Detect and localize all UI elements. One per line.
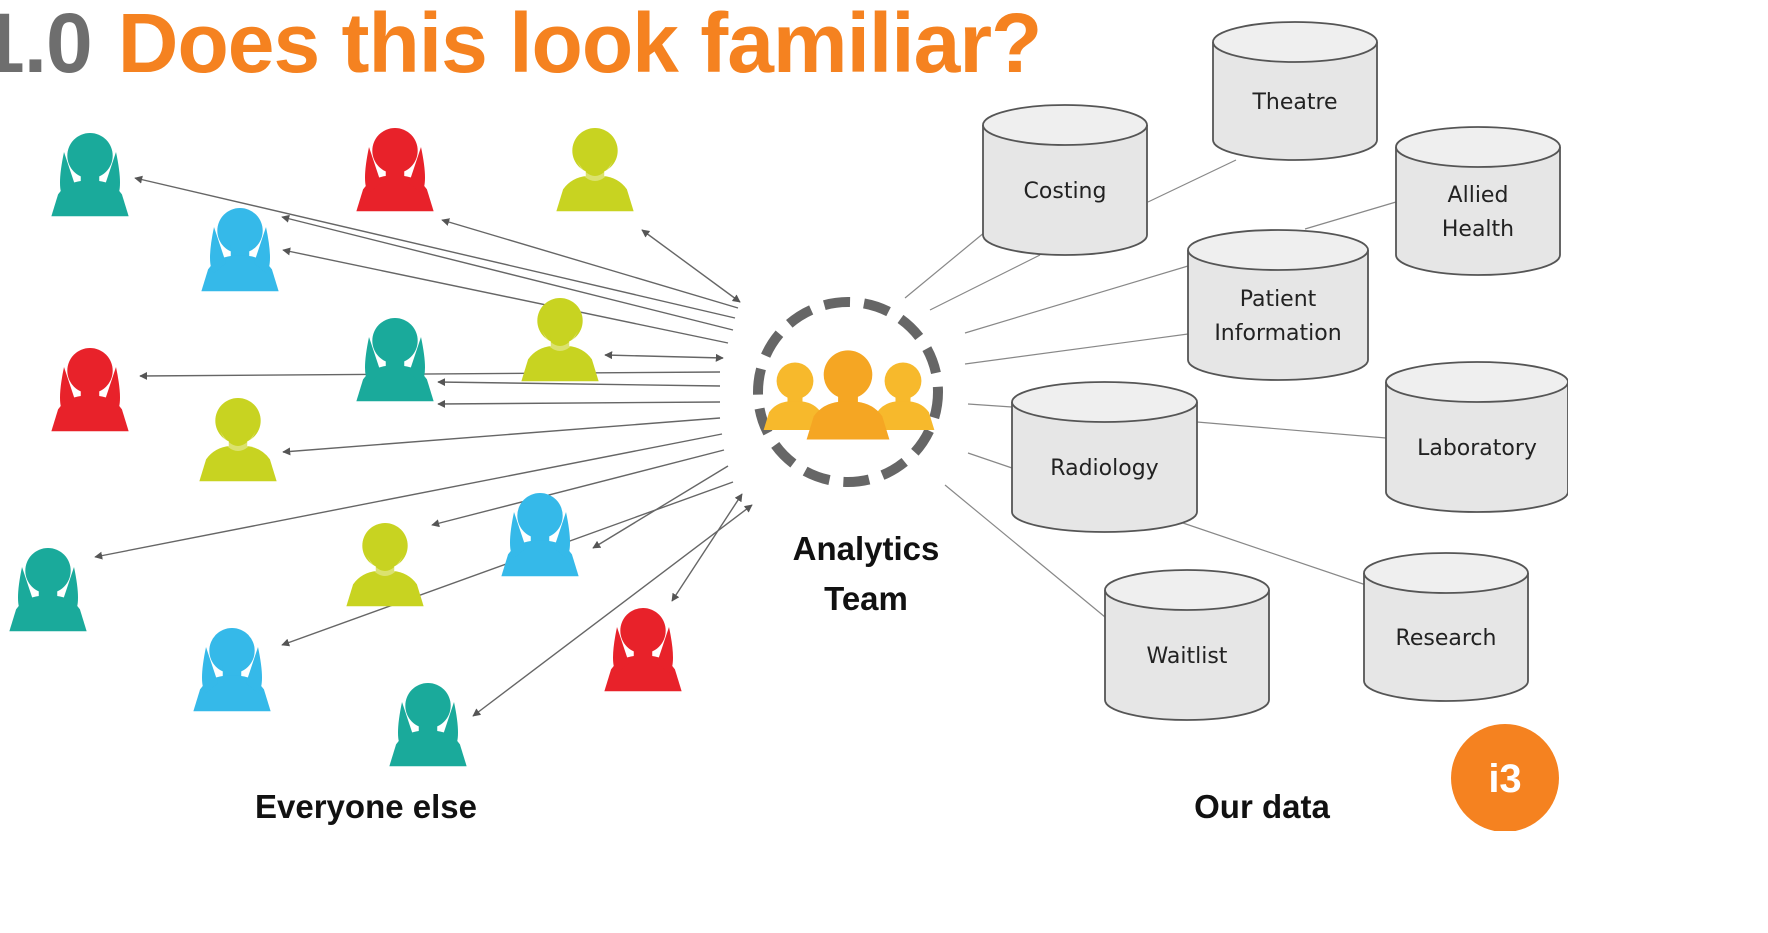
database-costing: Costing — [982, 104, 1148, 256]
person-icon — [199, 398, 277, 482]
slide-title: 1.0 Does this look familiar? — [0, 0, 1043, 98]
our-data-caption: Our data — [1194, 788, 1330, 825]
connector-line — [964, 333, 1189, 365]
request-arrow — [437, 378, 721, 387]
people-group — [9, 128, 682, 767]
person-icon — [9, 548, 87, 632]
i3-logo: i3 — [1451, 724, 1559, 831]
request-arrow — [431, 449, 725, 528]
team-icon — [763, 350, 935, 440]
connector-line — [1196, 421, 1387, 439]
database-laboratory: Laboratory — [1385, 361, 1568, 513]
request-arrow — [441, 218, 739, 309]
database-label: Health — [1442, 217, 1514, 242]
request-arrow — [139, 371, 721, 380]
everyone-else-caption: Everyone else — [255, 788, 477, 825]
person-icon — [51, 348, 129, 432]
request-arrow — [437, 399, 721, 408]
person-icon — [389, 683, 467, 767]
person-icon — [51, 133, 129, 217]
connector-line — [964, 265, 1189, 334]
connector-line — [967, 452, 1013, 469]
person-icon — [604, 608, 682, 692]
person-icon — [356, 318, 434, 402]
request-arrow — [281, 214, 734, 331]
database-label: Theatre — [1251, 90, 1337, 115]
connector-line — [1147, 159, 1237, 203]
database-theatre: Theatre — [1212, 21, 1378, 161]
hub-label-line2: Team — [824, 580, 908, 617]
request-arrow — [282, 417, 721, 456]
database-waitlist: Waitlist — [1104, 569, 1270, 721]
request-arrow — [671, 493, 743, 602]
database-radiology: Radiology — [1011, 381, 1198, 533]
request-arrow — [94, 433, 723, 560]
database-label: Laboratory — [1417, 436, 1537, 461]
connector-line — [944, 484, 1106, 618]
section-number: 1.0 — [0, 0, 93, 90]
person-icon — [356, 128, 434, 212]
database-label: Radiology — [1050, 456, 1158, 481]
connector-line — [1304, 201, 1397, 230]
request-arrow — [641, 229, 741, 303]
person-icon — [501, 493, 579, 577]
connector-line — [904, 231, 986, 299]
database-label: Information — [1214, 321, 1341, 346]
database-label: Research — [1396, 626, 1497, 651]
person-icon — [193, 628, 271, 712]
hub-label-line1: Analytics — [793, 530, 940, 567]
connector-line — [929, 254, 1041, 311]
request-arrow — [472, 504, 753, 717]
database-label: Patient — [1240, 287, 1317, 312]
person-icon — [556, 128, 634, 212]
connector-lines — [904, 159, 1397, 618]
database-label: Costing — [1024, 179, 1107, 204]
logo-text: i3 — [1488, 757, 1521, 801]
request-arrow — [282, 247, 729, 344]
request-arrow — [604, 351, 724, 362]
request-arrow — [134, 175, 736, 319]
connector-line — [1179, 521, 1367, 586]
person-icon — [201, 208, 279, 292]
database-label: Waitlist — [1147, 644, 1228, 669]
connector-line — [967, 403, 1013, 408]
database-research: Research — [1363, 552, 1529, 702]
person-icon — [346, 523, 424, 607]
database-label: Allied — [1448, 183, 1509, 208]
person-icon — [521, 298, 599, 382]
title-text: Does this look familiar? — [117, 0, 1043, 90]
analytics-team-hub: Analytics Team — [753, 297, 943, 617]
